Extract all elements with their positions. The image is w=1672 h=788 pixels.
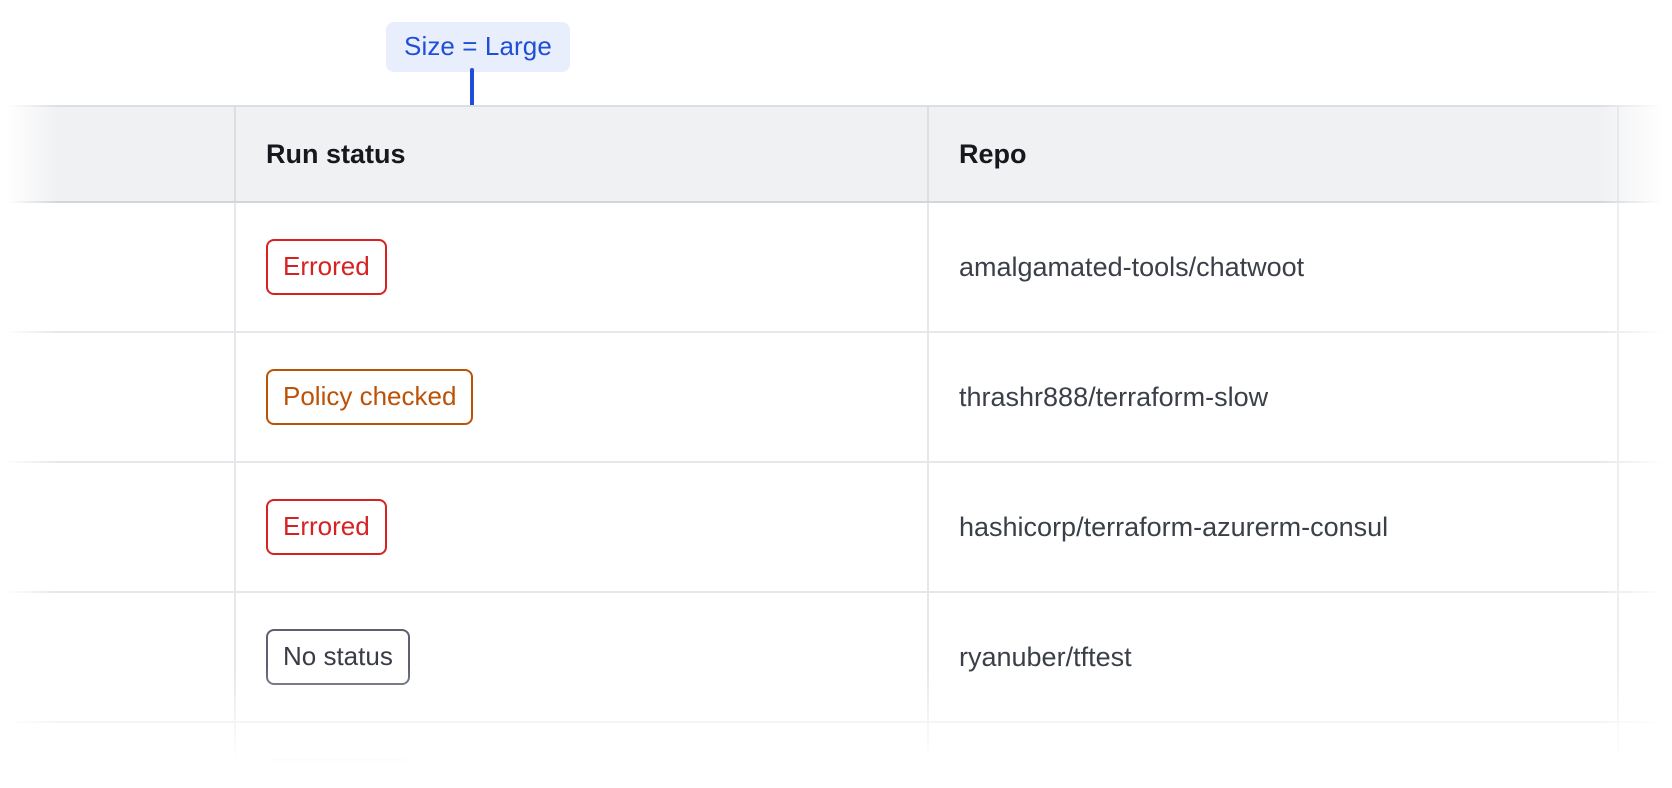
table-row[interactable]: No status ryanuber/tftest (0, 592, 1672, 723)
row-extra-cell (1618, 592, 1672, 723)
row-extra-cell (1618, 332, 1672, 463)
column-header-repo[interactable]: Repo (928, 105, 1619, 203)
repo-cell[interactable]: hashicorp/terraform-azurerm-consul (928, 462, 1619, 593)
repo-cell[interactable]: ryanuber/tftest (928, 592, 1619, 723)
status-badge[interactable]: No status (266, 629, 410, 685)
row-select-cell[interactable] (0, 592, 236, 723)
row-select-cell[interactable] (0, 722, 236, 788)
annotation-callout-size-large: Size = Large (386, 22, 570, 72)
column-header-select[interactable] (0, 105, 236, 203)
column-header-run-status[interactable]: Run status (235, 105, 929, 203)
run-status-table-container: Run status Repo Errored amalgamated-tools… (0, 105, 1672, 788)
table-row[interactable]: No status ashrajagopal/random_pet_generat… (0, 722, 1672, 788)
row-select-cell[interactable] (0, 462, 236, 593)
table-row[interactable]: Policy checked thrashr888/terraform-slow (0, 332, 1672, 463)
row-select-cell[interactable] (0, 332, 236, 463)
repo-cell[interactable]: amalgamated-tools/chatwoot (928, 202, 1619, 333)
table-header-row: Run status Repo (0, 105, 1672, 203)
column-header-extra[interactable] (1618, 105, 1672, 203)
run-status-cell: No status (235, 722, 929, 788)
table-row[interactable]: Errored hashicorp/terraform-azurerm-consu… (0, 462, 1672, 593)
row-extra-cell (1618, 722, 1672, 788)
status-badge[interactable]: Errored (266, 239, 387, 295)
repo-cell[interactable]: thrashr888/terraform-slow (928, 332, 1619, 463)
run-status-cell: Errored (235, 462, 929, 593)
row-extra-cell (1618, 202, 1672, 333)
run-status-cell: Policy checked (235, 332, 929, 463)
run-status-table: Run status Repo Errored amalgamated-tools… (0, 105, 1672, 788)
status-badge[interactable]: Policy checked (266, 369, 474, 425)
table-row[interactable]: Errored amalgamated-tools/chatwoot (0, 202, 1672, 333)
table-header: Run status Repo (0, 105, 1672, 203)
run-status-cell: Errored (235, 202, 929, 333)
status-badge[interactable]: Errored (266, 499, 387, 555)
run-status-cell: No status (235, 592, 929, 723)
row-select-cell[interactable] (0, 202, 236, 333)
status-badge[interactable]: No status (266, 759, 410, 788)
row-extra-cell (1618, 462, 1672, 593)
repo-cell[interactable]: ashrajagopal/random_pet_generator (928, 722, 1619, 788)
